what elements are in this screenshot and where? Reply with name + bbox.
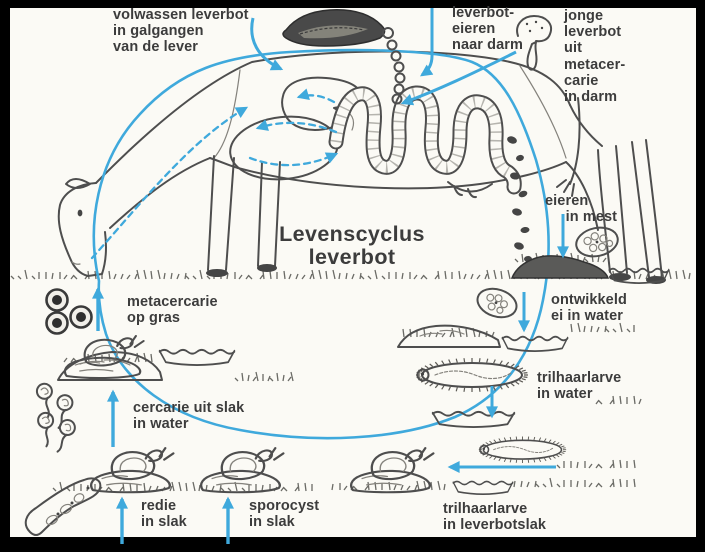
manure-trail-drawing	[507, 136, 532, 262]
developed-egg-drawing	[476, 287, 518, 319]
label-metacercaria: metacercarie op gras	[127, 294, 218, 327]
young-fluke-drawing	[516, 15, 552, 71]
pointer-arrow-eggs-to-gut	[420, 8, 434, 77]
pointer-arrow-young-fluke	[400, 50, 517, 106]
label-developed-egg: ontwikkeld ei in water	[551, 292, 627, 325]
label-eggs-to-gut: leverbot- eieren naar darm	[452, 5, 524, 54]
pointer-arrow-adult-fluke	[250, 17, 284, 71]
metacercaria-cysts-drawing	[45, 288, 93, 335]
grass-mound	[397, 324, 501, 348]
label-redia: redie in slak	[141, 498, 187, 531]
egg-in-manure-drawing	[575, 226, 619, 258]
label-cercaria: cercarie uit slak in water	[133, 400, 245, 433]
label-young-fluke: jonge leverbot uit metacer- carie in dar…	[564, 8, 626, 106]
label-sporocyst: sporocyst in slak	[249, 498, 320, 531]
esophagus-path-arrow	[90, 106, 249, 260]
adult-fluke-drawing	[282, 9, 394, 47]
redia-drawing	[24, 477, 102, 536]
diagram-title: Levenscyclus leverbot	[279, 222, 425, 269]
label-miracidium-water: trilhaarlarve in water	[537, 370, 622, 403]
label-eggs-in-manure: eieren in mest	[545, 193, 618, 226]
label-adult-fluke: volwassen leverbot in galgangen van de l…	[113, 7, 249, 56]
label-miracidium-snail: trilhaarlarve in leverbotslak	[443, 501, 547, 534]
cycle-ring-arrow	[92, 48, 550, 440]
intestine-drawing	[328, 85, 522, 195]
tail-tuft	[556, 179, 575, 197]
stomach-loop-arrows	[248, 88, 339, 167]
